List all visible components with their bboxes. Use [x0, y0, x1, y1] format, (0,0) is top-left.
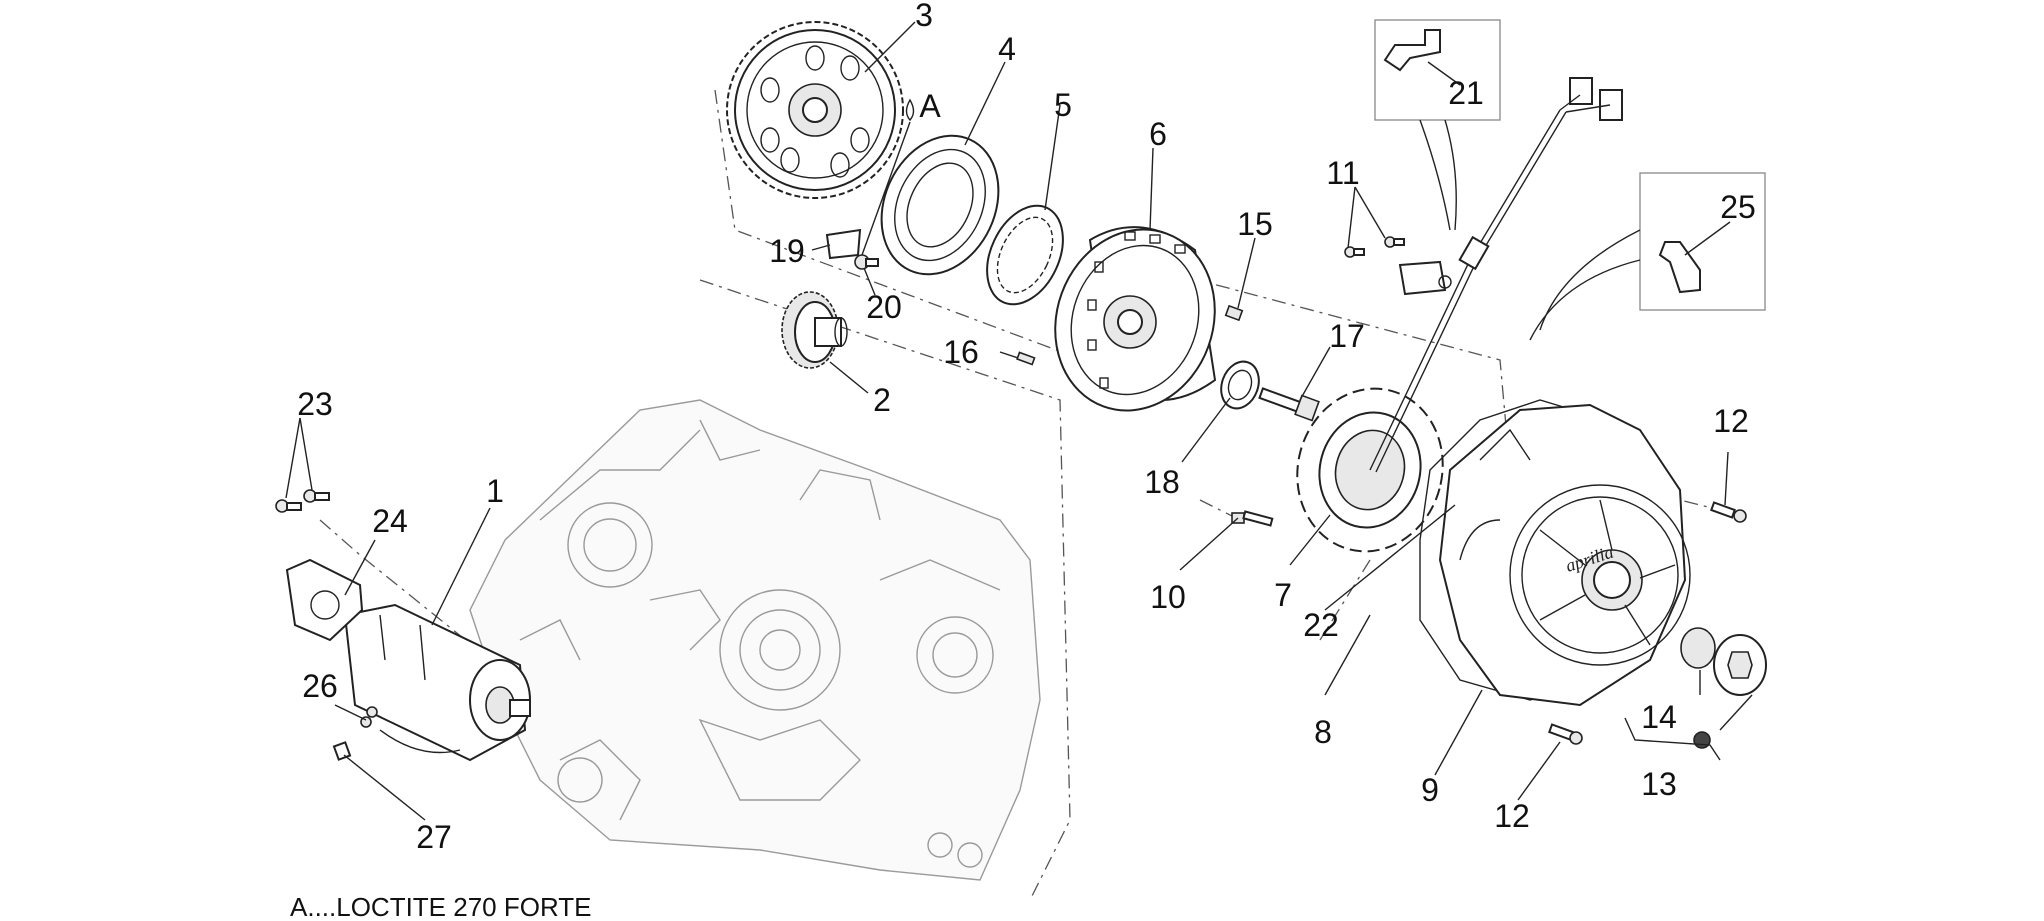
plug-part-13	[1624, 634, 1767, 761]
bracket-part-19	[825, 228, 862, 260]
loctite-drop-icon	[905, 98, 915, 122]
callout-23: 23	[297, 386, 333, 422]
callout-A-marker: A	[919, 88, 941, 124]
bolt-part-17	[1258, 387, 1320, 422]
callout-17: 17	[1329, 318, 1365, 354]
callout-4: 4	[998, 31, 1016, 67]
leader-lines	[285, 21, 1753, 821]
callout-6: 6	[1149, 116, 1167, 152]
callout-21: 21	[1448, 75, 1484, 111]
callout-18: 18	[1144, 464, 1180, 500]
callout-27: 27	[416, 819, 452, 855]
oring-part-14	[1680, 627, 1716, 669]
callout-8: 8	[1314, 714, 1332, 750]
terminal-part-26	[360, 706, 378, 728]
callout-13: 13	[1641, 766, 1677, 802]
callout-14: 14	[1641, 699, 1677, 735]
callout-20: 20	[866, 289, 902, 325]
bolt-part-12-upper	[1710, 501, 1747, 523]
callout-24: 24	[372, 503, 408, 539]
bolt-part-20	[854, 254, 879, 270]
bolt-part-12-lower	[1548, 723, 1583, 745]
callout-12-upper: 12	[1713, 403, 1749, 439]
callout-19: 19	[769, 233, 805, 269]
wiring-harness	[1369, 77, 1623, 473]
callout-5: 5	[1054, 87, 1072, 123]
starter-gear-part-2	[781, 291, 848, 369]
callout-12-lower: 12	[1494, 798, 1530, 834]
bearing-part-5	[986, 204, 1064, 306]
washer-part-18	[1220, 360, 1260, 410]
callout-9: 9	[1421, 772, 1439, 808]
callout-11: 11	[1326, 155, 1359, 191]
flywheel-part-6	[1054, 226, 1217, 412]
callout-labels: 3 4 5 6 15 17 16 18 10 7 22 8 9 12 12 14…	[297, 0, 1756, 855]
bolts-part-11	[1344, 236, 1452, 296]
callout-16: 16	[943, 334, 979, 370]
callout-1: 1	[486, 473, 504, 509]
crankcase	[469, 399, 1041, 881]
callout-10: 10	[1150, 579, 1186, 615]
nut-part-27	[332, 741, 352, 761]
callout-15: 15	[1237, 206, 1273, 242]
starter-motor-part-1	[343, 603, 531, 762]
cover-part-9	[1438, 403, 1691, 707]
callout-22: 22	[1303, 607, 1339, 643]
callout-3: 3	[915, 0, 933, 33]
callout-7: 7	[1274, 577, 1292, 613]
footnote: A....LOCTITE 270 FORTE	[290, 892, 592, 921]
callout-2: 2	[873, 382, 891, 418]
pin-part-16	[1016, 351, 1036, 366]
bolt-part-15	[1224, 304, 1244, 322]
gear-part-3	[726, 21, 904, 199]
bolts-part-23	[275, 489, 330, 513]
bracket-part-24	[285, 558, 364, 642]
inset-part-21	[1374, 19, 1501, 231]
callout-25: 25	[1720, 189, 1756, 225]
plate-part-4	[880, 134, 1000, 276]
callout-26: 26	[302, 668, 338, 704]
